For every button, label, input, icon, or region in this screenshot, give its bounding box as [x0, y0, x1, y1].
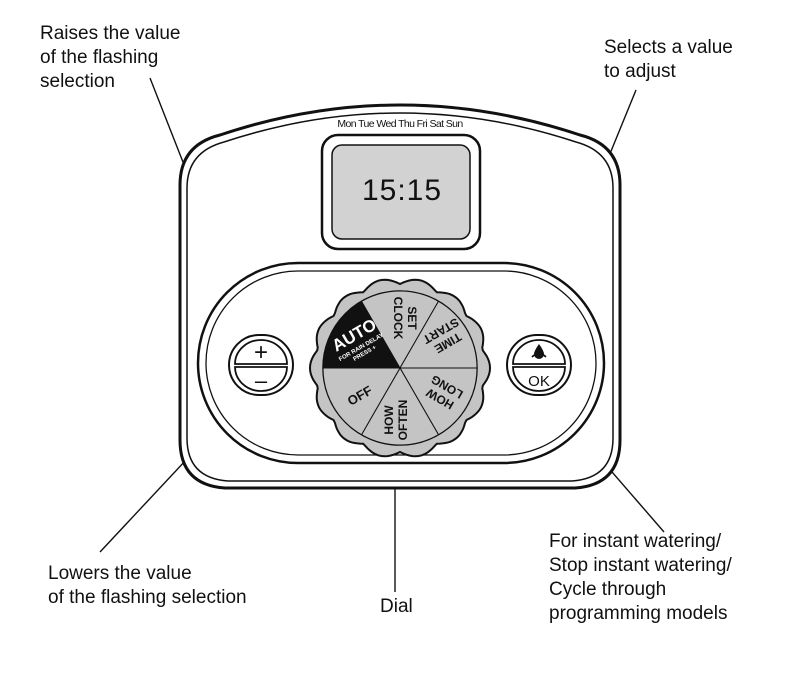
plus-minus-button[interactable]: + – — [228, 334, 294, 396]
ok-button[interactable] — [512, 366, 566, 392]
lcd-time: 15:15 — [362, 174, 442, 207]
dial-label-how-often-1: HOW — [382, 405, 396, 435]
callout-lowers-value: Lowers the value of the flashing selecti… — [48, 563, 247, 608]
dial-segment-start-time[interactable] — [399, 300, 478, 369]
dial-segment-auto[interactable] — [323, 301, 400, 368]
dial-label-clock: CLOCK — [391, 297, 405, 340]
water-drop-icon — [531, 344, 547, 359]
callout-selects-value: Selects a value to adjust — [604, 37, 733, 82]
minus-button[interactable] — [234, 366, 288, 392]
dial-segment-off[interactable] — [322, 367, 401, 436]
dial-label-how-often-2: OFTEN — [396, 400, 410, 441]
dial-segment-how-often[interactable] — [360, 366, 440, 446]
controller-body-inner — [186, 112, 614, 482]
day-labels: Mon Tue Wed Thu Fri Sat Sun — [337, 118, 463, 130]
plus-button[interactable] — [234, 339, 288, 365]
ok-label: OK — [528, 373, 550, 390]
callout-ok-button: For instant watering/ Stop instant water… — [549, 531, 732, 624]
dial-label-set: SET — [405, 306, 419, 330]
lcd-screen — [331, 144, 471, 240]
plus-icon: + — [254, 339, 268, 366]
callout-raises-value: Raises the value of the flashing selecti… — [40, 23, 181, 92]
dial-segment-set-clock[interactable] — [360, 290, 440, 370]
mode-dial[interactable]: AUTO FOR RAIN DELAY PRESS + SET CLOCK TI… — [308, 278, 492, 458]
dial-segment-how-long[interactable] — [399, 367, 478, 436]
minus-icon: – — [255, 368, 268, 393]
control-panel-inner — [205, 270, 597, 456]
callout-dial: Dial — [380, 596, 413, 617]
water-ok-button[interactable]: OK — [506, 334, 572, 396]
lcd-display: 15:15 — [320, 133, 482, 251]
